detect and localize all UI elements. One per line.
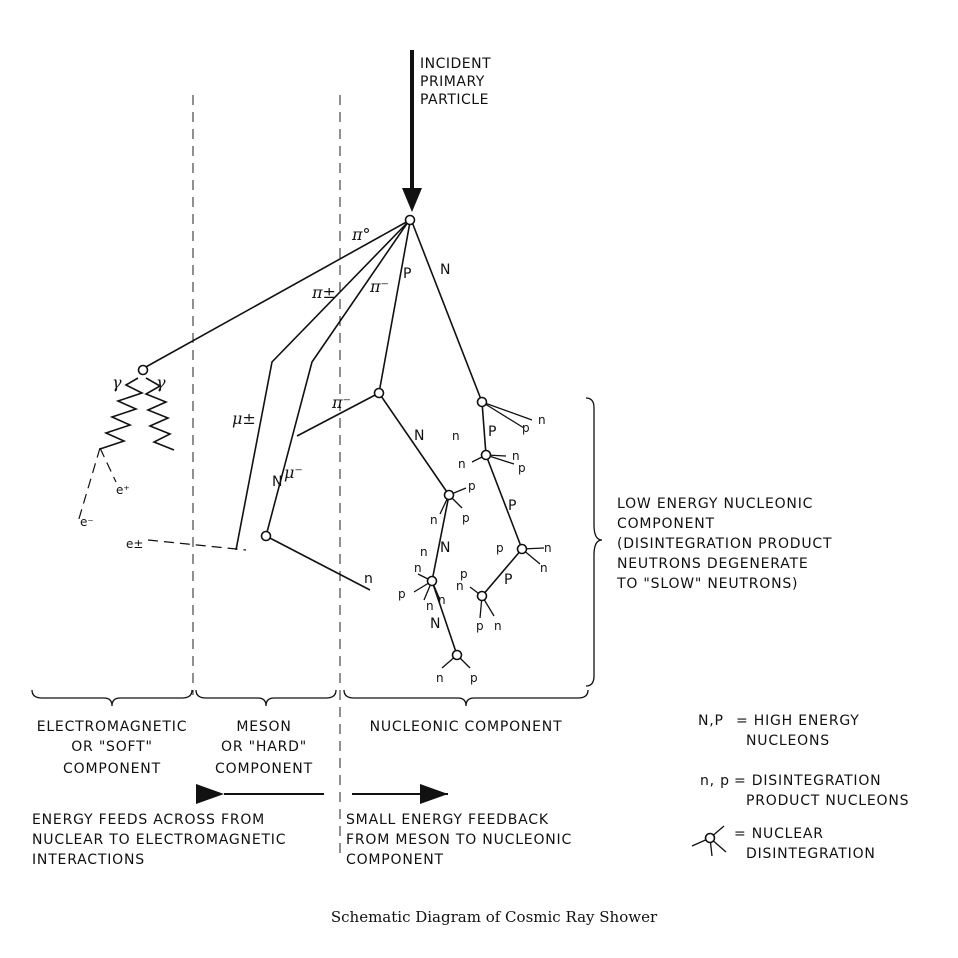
label-N-cascade-2: N (440, 540, 451, 556)
low-energy-line-4: NEUTRONS DEGENERATE (617, 556, 809, 572)
feed-left-line-3: INTERACTIONS (32, 852, 145, 868)
meson-label-line-1: MESON (236, 719, 291, 735)
label-pi-minus: π⁻ (369, 277, 389, 296)
legend-nd-val-2: DISINTEGRATION (746, 846, 876, 862)
primary-tracks (143, 219, 483, 551)
label-pi-minus-secondary: π⁻ (331, 393, 351, 412)
label-n-meson-capture: n (364, 571, 373, 587)
label-p-e: p (496, 541, 504, 555)
legend-np-small-val-2: PRODUCT NUCLEONS (746, 793, 909, 809)
feed-right-line-2: FROM MESON TO NUCLEONIC (346, 832, 572, 848)
nucleonic-label: NUCLEONIC COMPONENT (370, 719, 563, 735)
low-energy-line-2: COMPONENT (617, 516, 715, 532)
meson-branch (265, 535, 371, 591)
label-P-cascade-2: P (508, 498, 517, 514)
label-p-c: p (468, 479, 476, 493)
low-energy-brace (585, 397, 603, 687)
label-P-primary: P (403, 266, 412, 282)
vertex-n7 (451, 649, 463, 661)
label-P-cascade-1: P (488, 424, 497, 440)
label-n-k: n (426, 599, 434, 613)
label-n-j: n (456, 579, 464, 593)
legend-np-val-2: NUCLEONS (746, 733, 830, 749)
label-p-h: p (476, 619, 484, 633)
meson-label-line-2: OR "HARD" (221, 739, 307, 755)
em-label-line-1: ELECTROMAGNETIC (37, 719, 188, 735)
label-N-cascade-3: N (430, 616, 441, 632)
vertex-p1 (373, 387, 385, 399)
label-p-g: p (398, 587, 406, 601)
label-n-d: n (512, 449, 520, 463)
gamma-zigzag-left (99, 377, 145, 450)
label-n-m: n (494, 619, 502, 633)
vertex-pi0-decay (137, 364, 149, 376)
legend-np-small-key: n, p (700, 773, 730, 789)
vertex-n1 (476, 396, 488, 408)
legend-np-small-val-1: = DISINTEGRATION (734, 773, 881, 789)
label-n-e: n (430, 513, 438, 527)
legend-np-key: N,P (698, 713, 724, 729)
vertex-primary (404, 214, 416, 226)
label-e-minus: e⁻ (80, 515, 94, 529)
meson-label-line-3: COMPONENT (215, 761, 313, 777)
feed-left-line-1: ENERGY FEEDS ACROSS FROM (32, 812, 265, 828)
incident-label-line-1: INCIDENT (420, 56, 491, 72)
label-P-cascade-3: P (504, 572, 513, 588)
incident-label-line-3: PARTICLE (420, 92, 489, 108)
label-e-plus: e⁺ (116, 483, 130, 497)
feed-left-line-2: NUCLEAR TO ELECTROMAGNETIC (32, 832, 286, 848)
label-n-f: n (544, 541, 552, 555)
electron-track-pm (147, 539, 247, 551)
electron-track-minus (77, 447, 101, 523)
label-p-f: p (460, 567, 468, 581)
label-n-h: n (420, 545, 428, 559)
incident-label-line-2: PRIMARY (420, 74, 485, 90)
em-label-line-3: COMPONENT (63, 761, 161, 777)
label-n-g: n (540, 561, 548, 575)
brace-nucleonic (343, 689, 589, 707)
feed-right-line-1: SMALL ENERGY FEEDBACK (346, 812, 549, 828)
low-energy-line-1: LOW ENERGY NUCLEONIC (617, 496, 813, 512)
brace-em (31, 689, 193, 707)
feed-right-line-3: COMPONENT (346, 852, 444, 868)
vertex-mu-minus-capture (260, 530, 272, 542)
gamma-zigzag-right (144, 377, 175, 451)
label-p-d: p (462, 511, 470, 525)
legend-nd-val-1: = NUCLEAR (734, 826, 824, 842)
label-n-n: n (436, 671, 444, 685)
label-N-primary: N (440, 262, 451, 278)
low-energy-line-3: (DISINTEGRATION PRODUCT (617, 536, 832, 552)
label-p-a: p (522, 421, 530, 435)
label-pi-pm: π± (311, 283, 336, 302)
vertex-n4 (516, 543, 528, 555)
vertex-n2 (480, 449, 492, 461)
label-p-b: p (518, 461, 526, 475)
label-n-b: n (458, 457, 466, 471)
figure-caption: Schematic Diagram of Cosmic Ray Shower (331, 908, 658, 926)
label-e-pm: e± (126, 537, 143, 551)
brace-meson (195, 689, 337, 707)
vertex-n6 (476, 590, 488, 602)
label-n-l: n (438, 593, 446, 607)
label-mu-minus: μ⁻ (284, 463, 303, 482)
label-n-a: n (452, 429, 460, 443)
label-n-c: n (538, 413, 546, 427)
incident-arrowhead-icon (402, 188, 422, 212)
label-N-meson: N (272, 474, 283, 490)
label-pi0: π° (351, 225, 371, 244)
label-gamma-right: γ (156, 373, 166, 392)
label-mu-pm: μ± (232, 409, 256, 428)
label-n-i: n (414, 561, 422, 575)
label-N-cascade-1: N (414, 428, 425, 444)
legend-np-val-1: = HIGH ENERGY (736, 713, 860, 729)
electron-track-plus (99, 447, 117, 483)
em-label-line-2: OR "SOFT" (71, 739, 153, 755)
nuclear-disintegration-icon (691, 825, 727, 857)
vertex-n3 (443, 489, 455, 501)
vertex-n5 (426, 575, 438, 587)
label-gamma-left: γ (112, 373, 122, 392)
label-p-i: p (470, 671, 478, 685)
low-energy-line-5: TO "SLOW" NEUTRONS) (616, 576, 798, 592)
